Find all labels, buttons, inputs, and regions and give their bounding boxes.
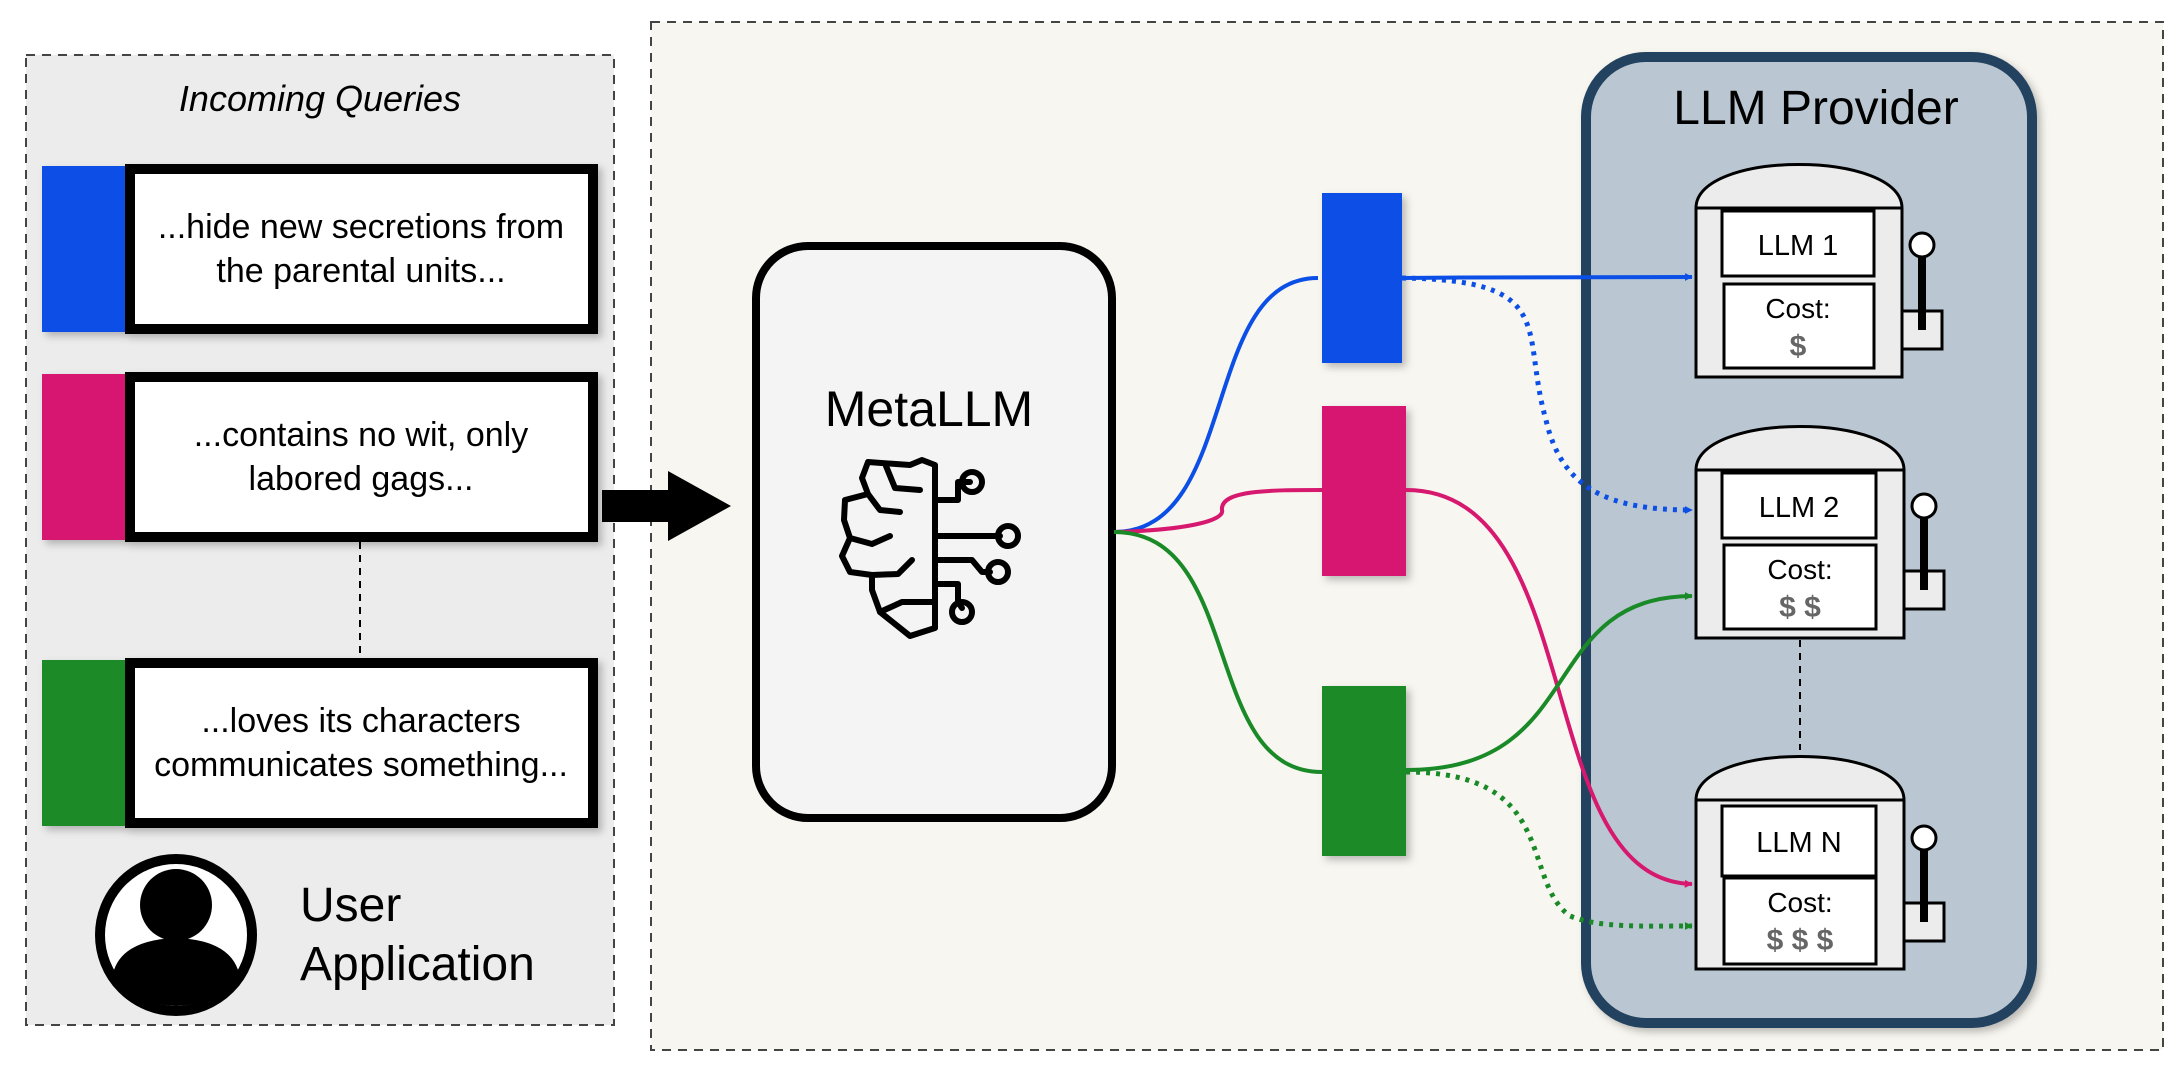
- llm-provider-title: LLM Provider: [1673, 82, 1958, 135]
- query-text-box-2: [125, 372, 598, 542]
- user-application-label-1: User: [300, 879, 401, 932]
- route-green-to-llm2: [1405, 592, 1693, 772]
- query-text-3b: communicates something...: [154, 746, 568, 784]
- llm-1-name: LLM 1: [1758, 230, 1839, 262]
- route-green-in: [1113, 530, 1323, 774]
- query-card-1: [42, 164, 598, 334]
- route-blue-to-llm1: [1401, 273, 1693, 282]
- llm-1-cost-label: Cost:: [1765, 293, 1830, 324]
- query-color-tag-3: [42, 660, 130, 826]
- query-text-2a: ...contains no wit, only: [194, 416, 529, 454]
- llm-1-cost-value: $: [1790, 330, 1807, 363]
- query-text-1a: ...hide new secretions from: [158, 208, 564, 246]
- llm-n-cost-value: $ $ $: [1767, 924, 1834, 957]
- incoming-queries-title: Incoming Queries: [179, 78, 461, 119]
- query-color-tag-2: [42, 374, 130, 540]
- category-tag-pink: [1322, 406, 1406, 576]
- llm-2-cost-value: $ $: [1779, 591, 1821, 624]
- llm-n-name: LLM N: [1756, 827, 1841, 859]
- query-card-3: [42, 658, 598, 828]
- input-arrow-icon: [602, 471, 731, 541]
- route-blue-to-llm2: [1401, 275, 1693, 514]
- llm-2-name: LLM 2: [1759, 492, 1840, 524]
- brain-circuit-icon: [839, 457, 1021, 639]
- user-avatar-icon: [95, 854, 257, 1016]
- llm-2-cost-label: Cost:: [1767, 554, 1832, 585]
- category-tag-green: [1322, 686, 1406, 856]
- query-text-1b: the parental units...: [216, 252, 505, 290]
- query-text-box-3: [125, 658, 598, 828]
- query-text-3a: ...loves its characters: [201, 702, 520, 740]
- llm-n-name-box: [1720, 804, 1878, 878]
- route-pink-in: [1113, 488, 1323, 534]
- llm-2-name-box: [1720, 471, 1878, 540]
- category-tag-blue: [1322, 193, 1402, 363]
- llm-1-name-box: [1720, 209, 1876, 278]
- query-color-tag-1: [42, 166, 130, 332]
- llm-n-cost-box: [1722, 876, 1878, 966]
- query-text-box-1: [125, 164, 598, 334]
- user-application-label-2: Application: [300, 938, 535, 991]
- llm-1-cost-box: [1722, 282, 1876, 370]
- llm-n-cost-label: Cost:: [1767, 887, 1832, 918]
- query-text-2b: labored gags...: [249, 460, 474, 498]
- metallm-title: MetaLLM: [825, 381, 1033, 437]
- llm-2-cost-box: [1722, 543, 1878, 631]
- route-blue-in: [1113, 276, 1319, 534]
- query-card-2: [42, 372, 598, 542]
